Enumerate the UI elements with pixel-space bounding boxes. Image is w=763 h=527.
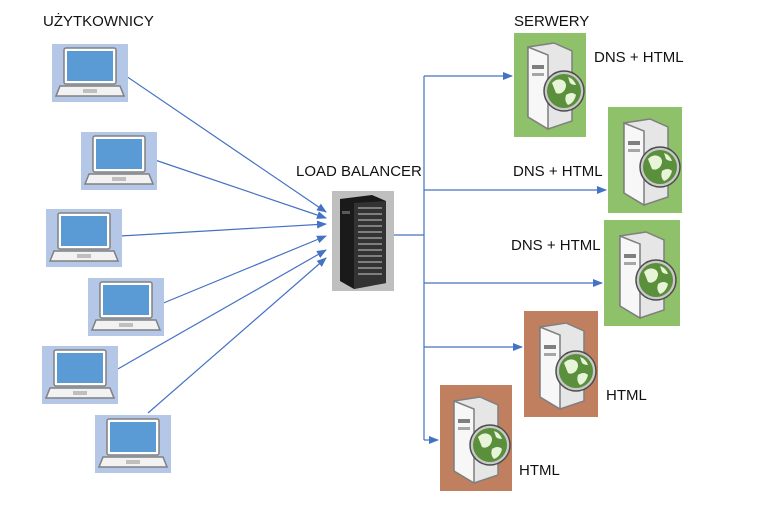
- user-laptop-4: [87, 277, 165, 337]
- server-3: [604, 220, 680, 326]
- user-laptop-1: [51, 43, 129, 103]
- load-balancer-icon: [332, 191, 394, 291]
- users-heading: UŻYTKOWNICY: [43, 13, 154, 30]
- arrow-user-1: [125, 75, 327, 213]
- user-laptop-6: [94, 414, 172, 474]
- servers-heading: SERWERY: [514, 13, 590, 30]
- user-laptop-2: [80, 131, 158, 191]
- arrow-user-5: [115, 249, 327, 371]
- server-4: [524, 311, 598, 417]
- server-connections: [392, 72, 607, 444]
- server-label-1: DNS + HTML: [594, 49, 684, 66]
- load-balancer-label: LOAD BALANCER: [296, 163, 422, 180]
- arrow-user-6: [147, 257, 327, 414]
- server-1: [514, 33, 586, 137]
- user-laptop-3: [45, 208, 123, 268]
- server-2: [608, 107, 682, 213]
- users-group: [41, 43, 172, 474]
- server-5: [440, 385, 512, 491]
- server-label-4: HTML: [606, 387, 647, 404]
- user-connections: [115, 75, 327, 414]
- arrow-user-3: [119, 220, 327, 237]
- user-laptop-5: [41, 345, 119, 405]
- arrow-user-4: [160, 235, 327, 305]
- servers-group: [440, 33, 682, 491]
- server-label-3: DNS + HTML: [511, 237, 601, 254]
- server-label-2: DNS + HTML: [513, 163, 603, 180]
- arrow-user-2: [154, 159, 327, 219]
- server-label-5: HTML: [519, 462, 560, 479]
